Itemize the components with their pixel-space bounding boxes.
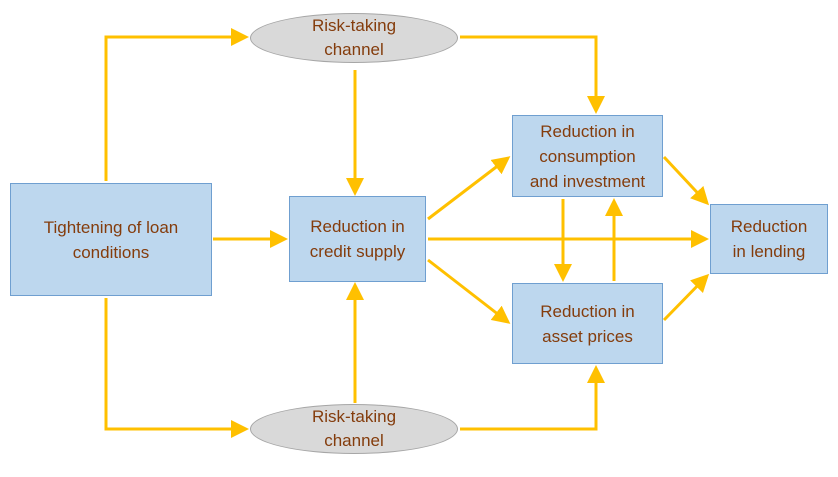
reduction-in-lending-box: Reduction in lending <box>710 204 828 274</box>
arrow-consumption-to-lending <box>662 155 710 206</box>
reduction-in-consumption-box: Reduction in consumption and investment <box>512 115 663 197</box>
arrow-risk-bottom-to-asset-prices <box>460 365 605 431</box>
arrow-tightening-to-risk-top <box>104 28 249 181</box>
arrow-credit-to-asset-prices <box>427 258 511 324</box>
reduction-in-asset-prices-box: Reduction in asset prices <box>512 283 663 364</box>
arrow-risk-top-to-consumption <box>460 35 605 114</box>
tightening-of-loan-conditions-box: Tightening of loan conditions <box>10 183 212 296</box>
arrow-credit-to-consumption <box>427 156 511 221</box>
arrow-tightening-to-risk-bottom <box>104 298 249 438</box>
risk-taking-channel-top: Risk-taking channel <box>250 13 458 63</box>
reduction-in-credit-supply-box: Reduction in credit supply <box>289 196 426 282</box>
risk-taking-channel-bottom: Risk-taking channel <box>250 404 458 454</box>
arrow-asset-prices-to-lending <box>662 273 710 322</box>
